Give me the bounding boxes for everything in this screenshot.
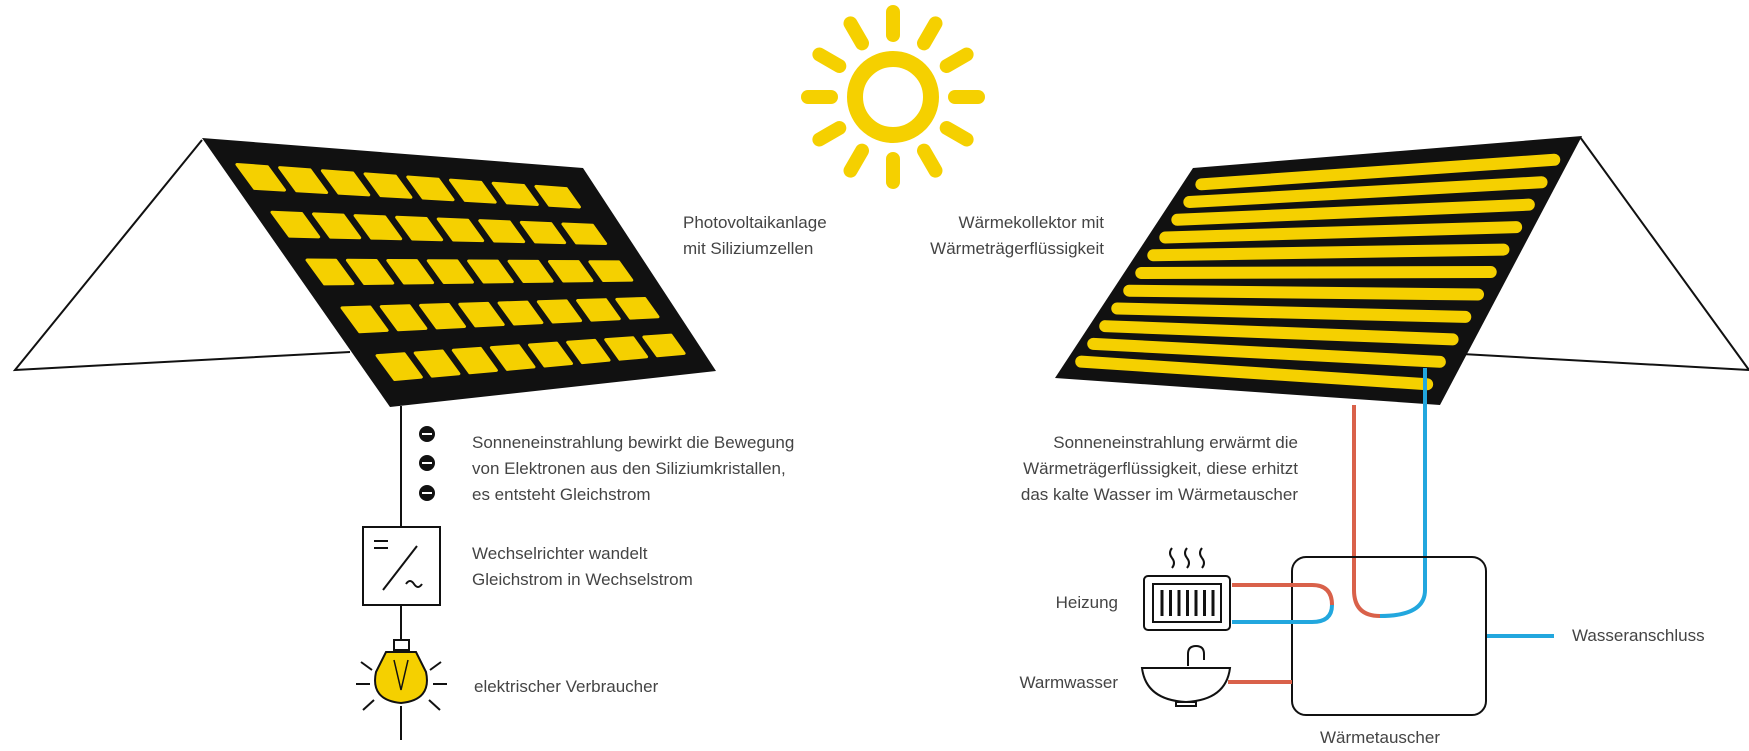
thermal-collector	[1055, 136, 1582, 405]
heat-exchanger-label: Wärmetauscher	[1320, 728, 1440, 747]
solar-cell	[375, 352, 423, 382]
collector-tube	[1147, 243, 1510, 262]
solar-cell	[426, 259, 474, 284]
sun-ray	[812, 47, 847, 73]
solar-cell	[615, 296, 660, 320]
solar-cell	[406, 175, 455, 202]
sun-ray	[843, 16, 869, 51]
sun-ray	[939, 121, 974, 147]
collector-tube	[1183, 176, 1548, 209]
collector-tube	[1087, 337, 1446, 368]
collector-tube	[1111, 302, 1472, 323]
solar-cell	[449, 178, 497, 204]
sun-ray	[812, 121, 847, 147]
water-connection-label: Wasseranschluss	[1572, 626, 1705, 645]
solar-cell	[451, 346, 498, 375]
consumer-label: elektrischer Verbraucher	[474, 677, 659, 696]
light-bulb-icon	[356, 639, 447, 740]
solar-cell	[576, 298, 621, 322]
solar-cell	[353, 214, 403, 241]
solar-cell	[528, 341, 573, 368]
solar-cell	[519, 220, 567, 245]
collector-tube	[1075, 355, 1434, 391]
solar-cell	[588, 260, 634, 283]
right-house	[1389, 136, 1749, 372]
solar-cell	[320, 169, 371, 197]
collector-tube	[1159, 221, 1523, 244]
solar-cell	[235, 162, 286, 192]
solar-cell	[278, 166, 329, 194]
sun-ray	[917, 143, 943, 178]
solar-cell	[491, 181, 539, 207]
solar-cell	[436, 217, 485, 243]
collector-tube	[1171, 198, 1535, 226]
solar-cell	[642, 333, 686, 358]
solar-cell	[561, 222, 608, 246]
solar-cell	[547, 259, 594, 283]
solar-cell	[536, 299, 583, 324]
solar-cell	[345, 258, 395, 285]
sun-ray	[939, 47, 974, 73]
solar-cell	[305, 258, 355, 286]
sun-ray	[843, 143, 869, 178]
solar-cell	[534, 184, 581, 209]
sun-icon	[801, 5, 985, 189]
sun-ray	[917, 16, 943, 51]
solar-cell	[379, 304, 428, 332]
left-house	[12, 139, 351, 372]
solar-cell	[497, 300, 544, 326]
electron-icon	[419, 426, 435, 501]
solar-cell	[489, 344, 536, 371]
hot-water-label: Warmwasser	[1019, 673, 1118, 692]
solar-cell	[604, 336, 649, 361]
solar-cell	[507, 259, 554, 283]
heating-loop	[1232, 583, 1334, 624]
inverter-icon	[362, 526, 441, 606]
solar-cell	[340, 305, 389, 334]
solar-cell	[467, 259, 514, 284]
collector-pipes	[1352, 368, 1427, 618]
radiator-icon	[1143, 547, 1231, 631]
solar-cell	[566, 338, 611, 365]
solar-cell	[458, 301, 505, 328]
collector-tube	[1135, 266, 1497, 279]
solar-cell	[478, 219, 526, 244]
solar-cell	[312, 212, 362, 240]
sink-icon	[1140, 644, 1232, 707]
solar-cell	[419, 303, 466, 330]
heat-exchanger	[1291, 556, 1487, 716]
photovoltaic-panel	[202, 138, 716, 407]
solar-cell	[395, 215, 444, 242]
solar-cell	[413, 349, 461, 378]
collector-tube	[1123, 284, 1485, 301]
solar-cell	[363, 172, 413, 199]
collector-tube	[1195, 153, 1561, 191]
collector-tube	[1099, 320, 1459, 346]
solar-cell	[270, 210, 321, 239]
solar-cell	[386, 259, 435, 285]
heating-label: Heizung	[1055, 593, 1118, 612]
